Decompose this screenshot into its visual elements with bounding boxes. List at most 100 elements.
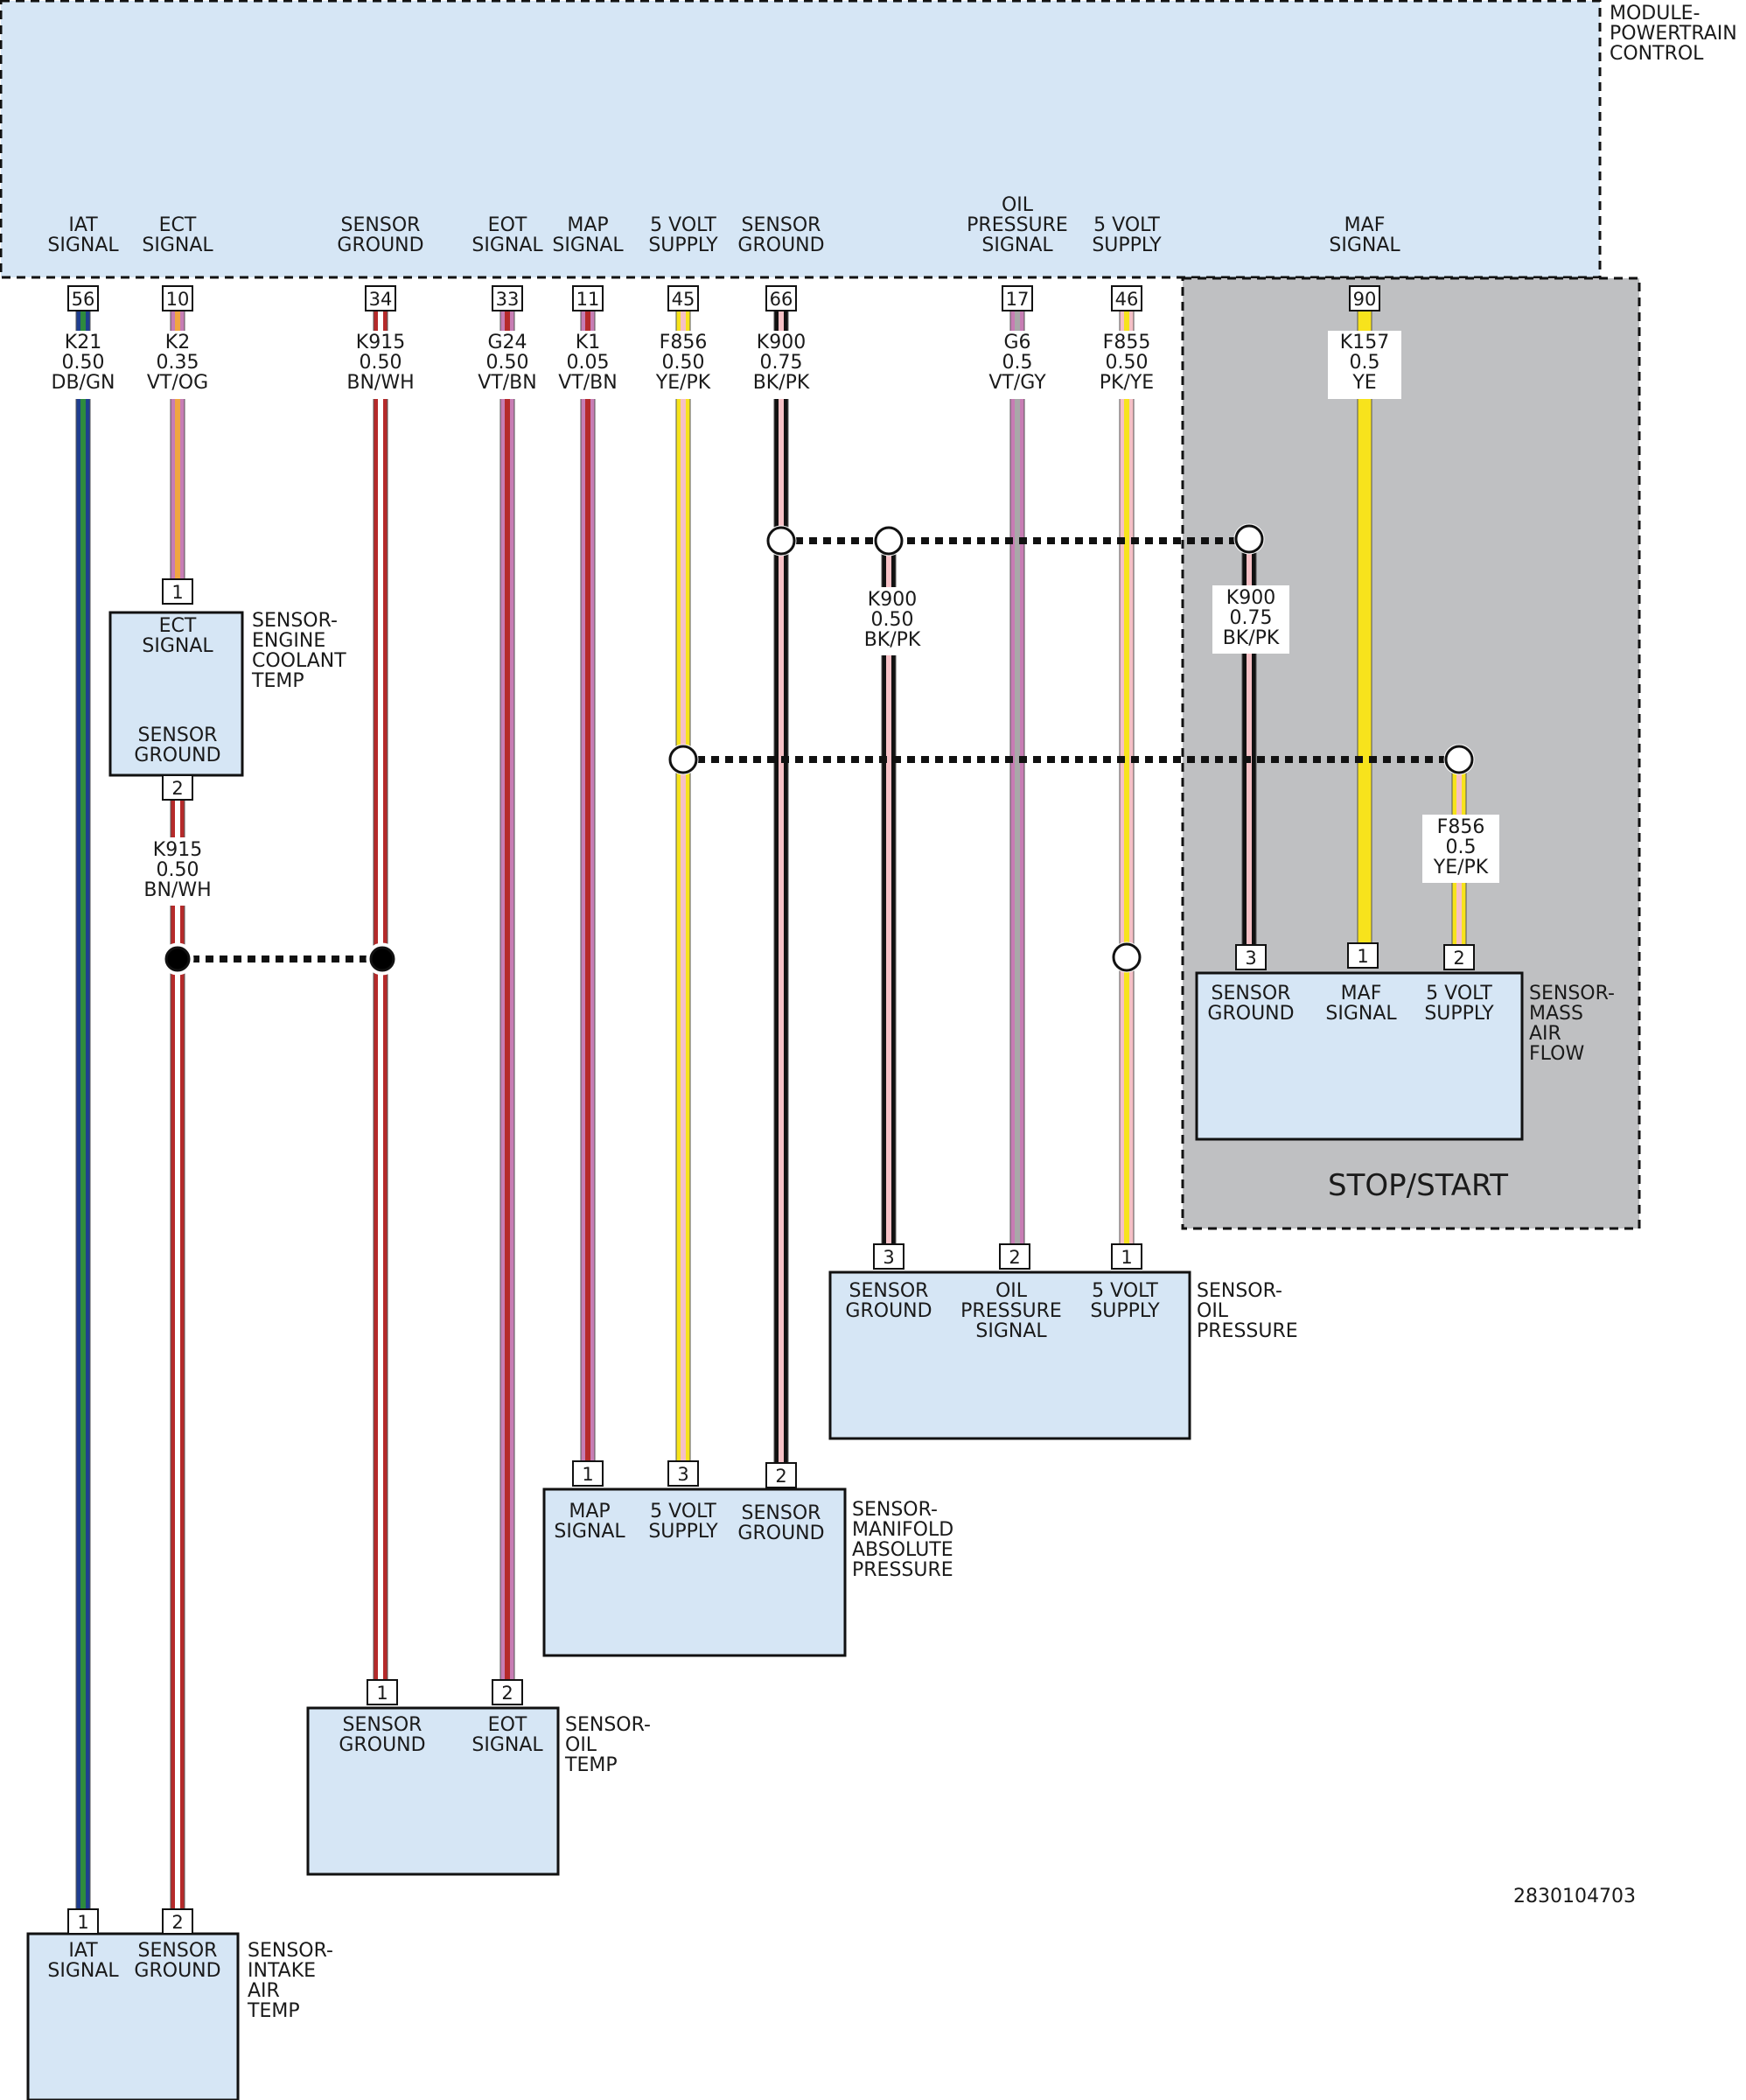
branch-wire-3-bg <box>1422 815 1499 883</box>
component-0-pin-1: 1 <box>171 582 183 603</box>
module-pin-45: 45 <box>672 289 695 310</box>
component-3-pin-1-box <box>572 1460 604 1487</box>
splice-f856-2 <box>1444 745 1474 774</box>
component-4-pin-1-box <box>1111 1243 1142 1270</box>
component-0-body <box>108 611 244 777</box>
wire-1-size: 0.35 <box>157 352 199 374</box>
component-1-body <box>26 1932 240 2100</box>
component-4-pin-3: 3 <box>883 1247 894 1268</box>
wire-7-color: VT/GY <box>988 372 1046 394</box>
wire-9-size: 0.5 <box>1350 352 1380 374</box>
module-pin-17: 17 <box>1006 289 1030 310</box>
wire-9-circuit: K157 <box>1340 332 1389 354</box>
wire-6-circuit: K900 <box>757 332 806 354</box>
component-5-pin-3: 3 <box>1245 948 1256 969</box>
module-pin-46: 46 <box>1115 289 1139 310</box>
branch-wire-2-size: 0.75 <box>1230 607 1273 629</box>
component-3-pin-2-box <box>765 1462 797 1488</box>
stop-start-label: STOP/START <box>1328 1168 1508 1203</box>
wire-8-circuit: F855 <box>1103 332 1151 354</box>
wire-9-color: YE <box>1351 372 1376 394</box>
component-3-pin-1: 1 <box>582 1464 593 1485</box>
wire-3-size: 0.50 <box>486 352 529 374</box>
branch-wire-2-color: BK/PK <box>1223 627 1280 649</box>
module-pin-33: 33 <box>496 289 520 310</box>
wire-5-circuit: F856 <box>660 332 708 354</box>
wire-8-circuit-bg <box>1090 331 1163 399</box>
splice-k915-eot <box>369 946 395 972</box>
splice-k900-1 <box>766 526 796 556</box>
wire-k900-branch-op <box>881 541 897 1244</box>
component-1-pin-2-box <box>162 1908 193 1935</box>
module-pin-11: 11 <box>576 289 600 310</box>
component-4-pin-2-box <box>999 1243 1030 1270</box>
wire-k1 <box>580 311 596 1461</box>
component-3-pin-2: 2 <box>775 1466 786 1487</box>
component-5-pin-2: 2 <box>1453 948 1464 969</box>
component-5-pin-3-box <box>1235 944 1267 970</box>
module-pin-46-box <box>1111 285 1142 312</box>
wire-k157 <box>1357 311 1372 947</box>
module-pin-10-box <box>162 285 193 312</box>
component-5-body <box>1195 971 1524 1141</box>
wire-4-color: VT/BN <box>558 372 617 394</box>
component-3-pin-3-box <box>667 1460 699 1487</box>
splice-f856-1 <box>668 745 698 774</box>
branch-wire-2-circuit: K900 <box>1226 587 1275 609</box>
wire-6-size: 0.75 <box>760 352 803 374</box>
splice-k900-3 <box>1234 524 1264 554</box>
wire-1-circuit-bg <box>141 331 214 399</box>
component-2-body <box>306 1706 560 1876</box>
component-2-pin-1-box <box>367 1679 398 1705</box>
wire-0-size: 0.50 <box>62 352 105 374</box>
component-2-pin-2: 2 <box>501 1683 513 1704</box>
branch-wire-3-color: YE/PK <box>1433 857 1489 878</box>
wire-7-size: 0.5 <box>1002 352 1033 374</box>
diagram-id: 2830104703 <box>1513 1886 1636 1908</box>
wire-5-circuit-bg <box>646 331 720 399</box>
component-0-pin-2-box <box>162 774 193 801</box>
component-5-pin-2-box <box>1443 944 1475 970</box>
wire-2-circuit: K915 <box>356 332 405 354</box>
wire-2-color: BN/WH <box>346 372 414 394</box>
branch-wire-1-bg <box>854 587 931 655</box>
wire-4-circuit-bg <box>551 331 625 399</box>
wire-f855 <box>1119 311 1135 1244</box>
branch-wire-0-bg <box>139 837 216 906</box>
module-pin-90-box <box>1349 285 1380 312</box>
wire-6-circuit-bg <box>744 331 818 399</box>
wire-3-color: VT/BN <box>478 372 536 394</box>
component-0-pin-2: 2 <box>171 778 183 799</box>
module-pin-11-box <box>572 285 604 312</box>
wire-2-size: 0.50 <box>360 352 402 374</box>
component-4-pin-2: 2 <box>1009 1247 1020 1268</box>
wire-3-circuit: G24 <box>487 332 527 354</box>
module-pin-56-box <box>67 285 99 312</box>
component-4-body <box>828 1270 1191 1440</box>
component-3-body <box>542 1488 847 1657</box>
module-pin-90: 90 <box>1353 289 1377 310</box>
wire-1-circuit: K2 <box>165 332 190 354</box>
module-pin-66-box <box>765 285 797 312</box>
component-2-pin-2-box <box>492 1679 523 1705</box>
